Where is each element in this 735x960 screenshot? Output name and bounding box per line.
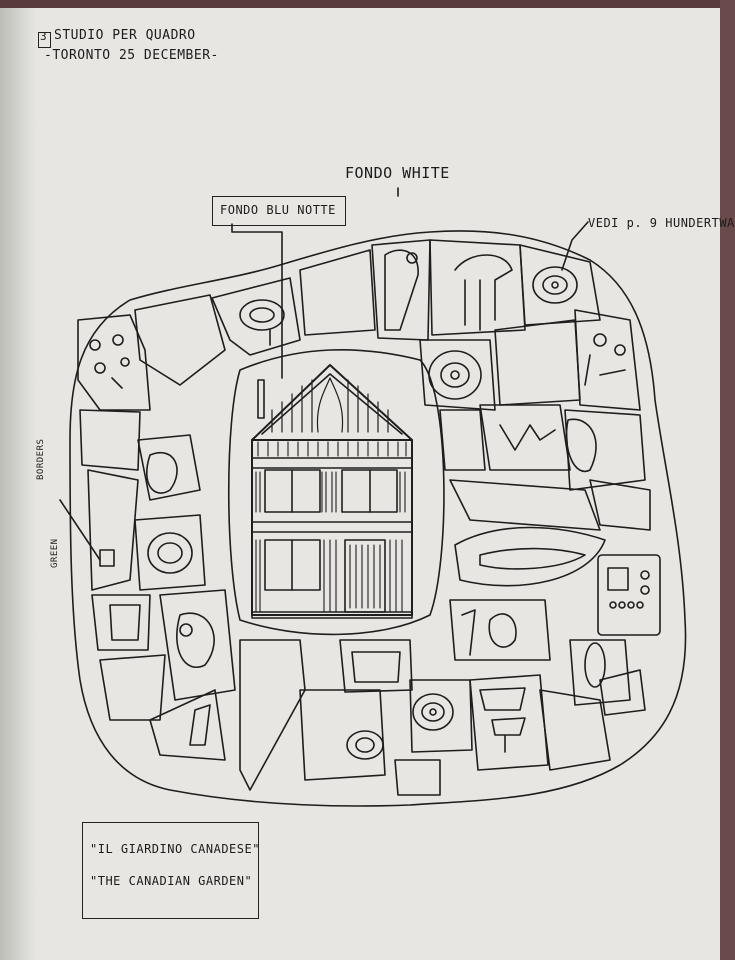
caption-english: "THE CANADIAN GARDEN" [90,874,253,888]
annotation-reference: VEDI p. 9 HUNDERTWA [588,216,735,230]
annotation-fondo-white: FONDO WHITE [345,164,450,182]
caption-italian: "IL GIARDINO CANADESE" [90,842,260,856]
leader-reference [561,221,589,271]
header-date: -TORONTO 25 DECEMBER- [44,48,219,63]
leader-blue [231,223,283,379]
caption-box [82,822,259,919]
background-strip [0,0,720,8]
header-title: STUDIO PER QUADRO [54,28,196,43]
annotation-fondo-blu-notte: FONDO BLU NOTTE [220,203,336,217]
annotation-box-blue [212,196,346,226]
garden-sketch [59,187,687,807]
page-binding-shadow [0,0,38,960]
page-number: 3 [40,30,48,43]
house-body [251,439,413,616]
garden-outline [69,230,687,807]
page-number-box [38,32,51,48]
